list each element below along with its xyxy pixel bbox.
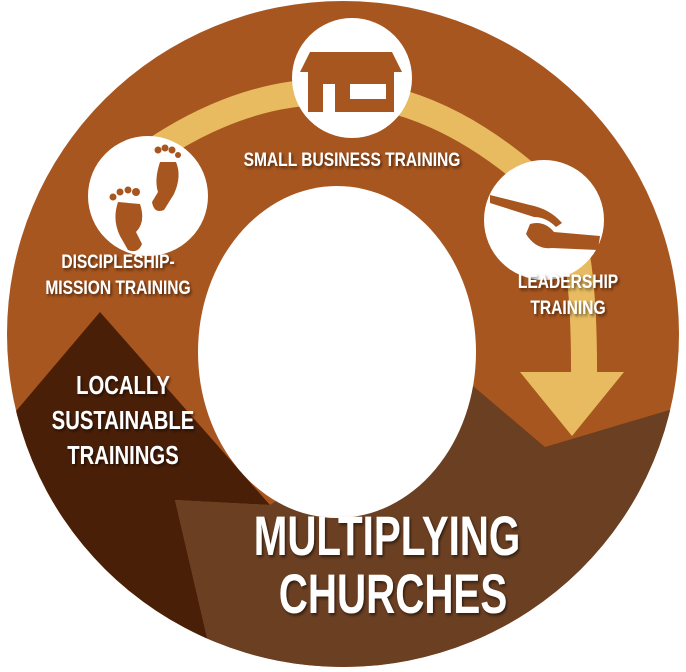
outcome-label-line1: MULTIPLYING	[254, 506, 521, 568]
center-hole	[198, 186, 476, 518]
base-label-line2: SUSTAINABLE	[52, 406, 195, 435]
step-label-discipleship-line1: DISCIPLESHIP-	[61, 251, 175, 273]
hands-icon	[484, 160, 604, 280]
base-label-line3: TRAININGS	[67, 441, 178, 470]
step-label-discipleship-line2: MISSION TRAINING	[45, 277, 190, 299]
flow-arc	[111, 78, 598, 381]
arrow-head-icon	[520, 372, 624, 436]
house-icon	[292, 18, 412, 138]
outcome-label-line2: CHURCHES	[279, 564, 507, 626]
footprints-icon	[88, 136, 208, 256]
step-label-small-business: SMALL BUSINESS TRAINING	[244, 149, 461, 171]
base-label-line1: LOCALLY	[76, 371, 170, 400]
step-label-leadership-line1: LEADERSHIP	[518, 271, 618, 293]
step-label-leadership-line2: TRAINING	[530, 297, 605, 319]
